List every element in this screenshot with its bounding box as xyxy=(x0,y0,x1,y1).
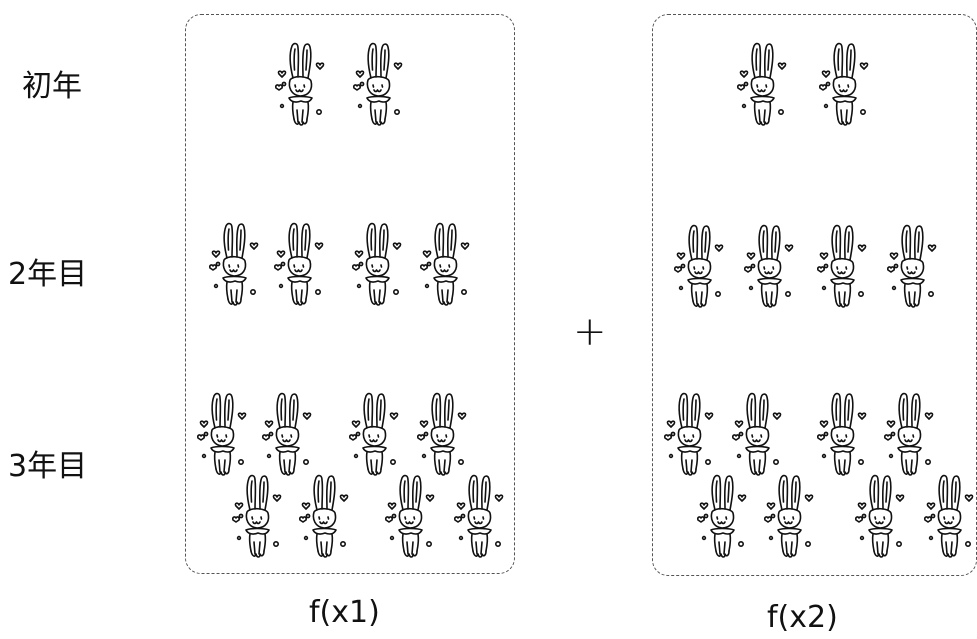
rabbit-icon xyxy=(260,390,316,480)
rabbit-icon xyxy=(662,390,718,480)
rabbit-icon xyxy=(672,222,728,312)
rabbit-icon xyxy=(742,222,798,312)
rabbit-icon xyxy=(762,472,818,562)
rabbit-icon xyxy=(418,220,474,310)
caption-f-x1: f(x1) xyxy=(309,595,380,630)
rabbit-icon xyxy=(452,472,508,562)
rabbit-icon xyxy=(207,220,263,310)
caption-f-x2: f(x2) xyxy=(767,600,838,635)
rabbit-icon xyxy=(695,472,751,562)
rabbit-icon xyxy=(415,390,471,480)
rabbit-icon xyxy=(735,40,791,130)
rabbit-icon xyxy=(885,222,941,312)
rabbit-icon xyxy=(815,222,871,312)
rabbit-icon xyxy=(730,390,786,480)
rabbit-icon xyxy=(817,40,873,130)
rabbit-icon xyxy=(297,472,353,562)
rabbit-icon xyxy=(195,390,251,480)
row-label-year-2: 2年目 xyxy=(8,257,88,292)
rabbit-icon xyxy=(273,40,329,130)
panel-f-x1 xyxy=(185,14,515,574)
rabbit-icon xyxy=(853,472,909,562)
rabbit-icon xyxy=(351,40,407,130)
rabbit-icon xyxy=(350,220,406,310)
row-label-year-1: 初年 xyxy=(22,69,82,104)
rabbit-icon xyxy=(272,220,328,310)
rabbit-icon xyxy=(922,472,977,562)
row-label-year-3: 3年目 xyxy=(8,449,88,484)
rabbit-icon xyxy=(882,390,938,480)
rabbit-icon xyxy=(383,472,439,562)
plus-operator: + xyxy=(573,309,607,355)
rabbit-icon xyxy=(347,390,403,480)
rabbit-icon xyxy=(230,472,286,562)
rabbit-icon xyxy=(815,390,871,480)
